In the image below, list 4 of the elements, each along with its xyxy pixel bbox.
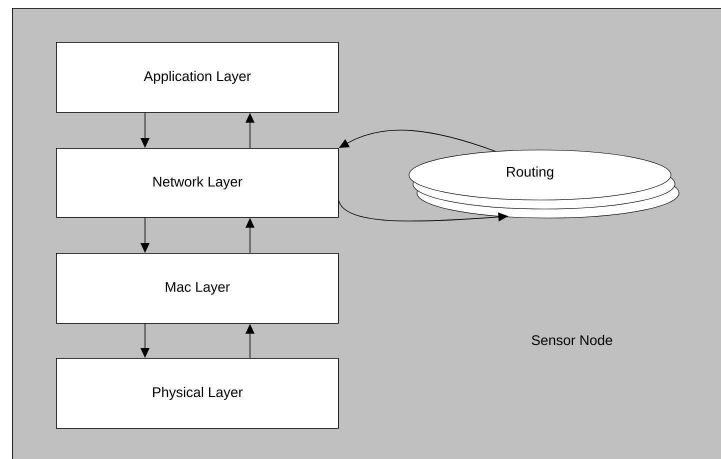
layer-box: Physical Layer xyxy=(56,358,339,429)
layer-box: Application Layer xyxy=(56,42,339,113)
layer-box: Network Layer xyxy=(56,148,339,218)
layer-box: Mac Layer xyxy=(56,253,339,324)
